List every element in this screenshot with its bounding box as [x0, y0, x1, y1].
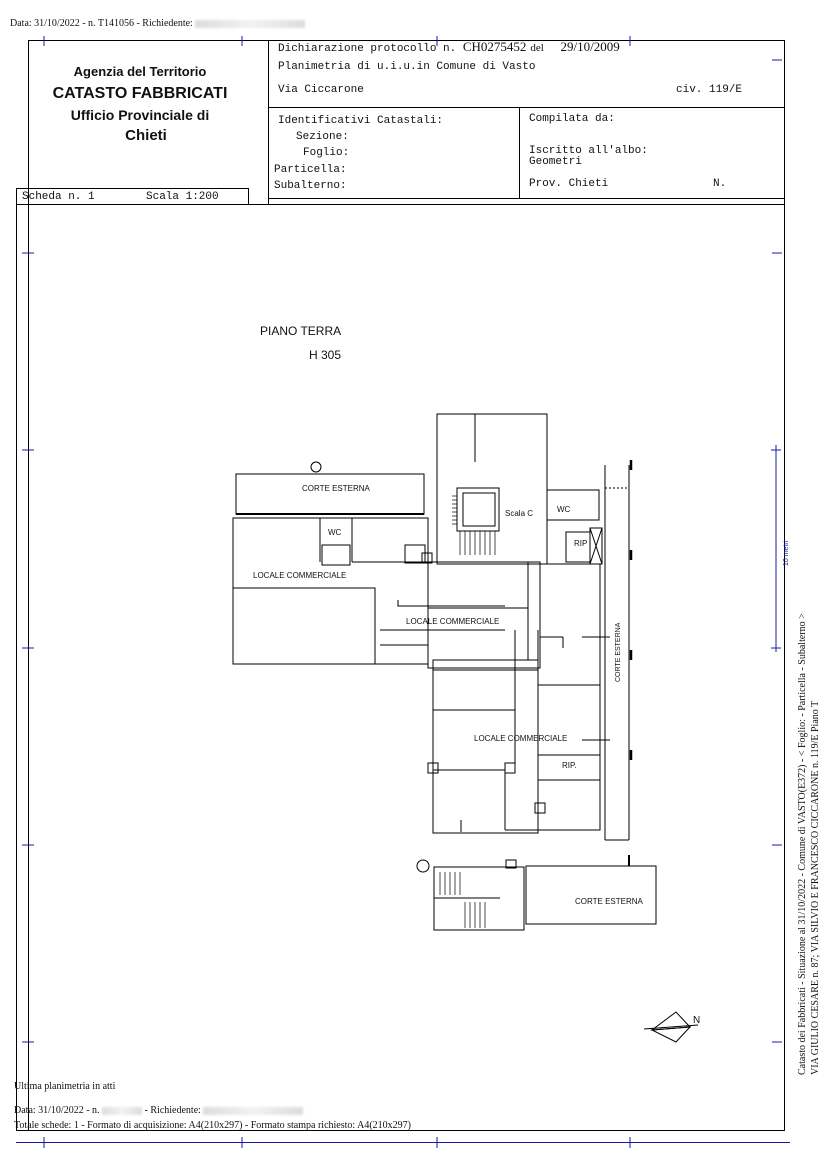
footer-date-line: Data: 31/10/2022 - n. - Richiedente:: [14, 1105, 304, 1116]
civ-line: civ. 119/E: [676, 84, 743, 96]
ufficio-city: Chieti: [125, 127, 167, 144]
scala-c-label: Scala C: [505, 509, 533, 518]
protocol-date: 29/10/2009: [560, 39, 620, 54]
redacted-mark: [102, 1106, 143, 1115]
scale-bar-label: 10 metri: [783, 540, 790, 566]
particella-label: Particella:: [274, 164, 347, 176]
ultima-planimetria: Ultima planimetria in atti: [14, 1081, 116, 1092]
locale-commerciale-lower: LOCALE COMMERCIALE: [474, 734, 567, 743]
n-label: N.: [713, 178, 727, 190]
locale-commerciale-center: LOCALE COMMERCIALE: [406, 617, 499, 626]
wc-left-label: WC: [328, 528, 342, 537]
iscritto-label: Iscritto all'albo:: [529, 145, 648, 157]
compilata-title: Compilata da:: [529, 113, 615, 125]
scheda-number: Scheda n. 1: [22, 191, 95, 203]
catasto-title: CATASTO FABBRICATI: [52, 85, 228, 102]
protocol-number: CH0275452: [462, 39, 527, 54]
floor-title: PIANO TERRA: [260, 324, 342, 338]
ufficio-label: Ufficio Provinciale di: [70, 107, 210, 123]
totale-schede-line: Totale schede: 1 - Formato di acquisizio…: [14, 1120, 411, 1131]
subalterno-label: Subalterno:: [274, 180, 347, 192]
scala-value: Scala 1:200: [146, 191, 219, 203]
side-situazione-text: Catasto dei Fabbricati - Situazione al 3…: [797, 613, 808, 1075]
prov-label: Prov. Chieti: [529, 178, 609, 190]
redacted-mark: [195, 19, 306, 28]
side-address-text: VIA GIULIO CESARE n. 87; VIA SILVIO E FR…: [810, 700, 821, 1075]
corte-esterna-bottom-label: CORTE ESTERNA: [575, 897, 644, 906]
locale-commerciale-left: LOCALE COMMERCIALE: [253, 571, 346, 580]
wc-right-label: WC: [557, 505, 571, 514]
north-arrow-label: N: [693, 1015, 700, 1026]
corte-esterna-side-label: CORTE ESTERNA: [615, 622, 622, 682]
corte-esterna-top-label: CORTE ESTERNA: [302, 484, 371, 493]
top-date-text: Data: 31/10/2022 - n. T141056 - Richiede…: [10, 18, 193, 29]
planimetria-line: Planimetria di u.i.u.in Comune di Vasto: [278, 61, 536, 73]
top-date-line: Data: 31/10/2022 - n. T141056 - Richiede…: [10, 18, 306, 29]
agency-name: Agenzia del Territorio: [73, 64, 207, 79]
identificativi-title: Identificativi Catastali:: [278, 115, 444, 127]
rip-mid-label: RIP.: [562, 761, 577, 770]
albo-value: Geometri: [529, 156, 582, 168]
rip-top-label: RIP: [574, 539, 587, 548]
via-line: Via Ciccarone: [278, 84, 364, 96]
foglio-label: Foglio:: [303, 147, 350, 159]
floor-height: H 305: [309, 348, 342, 362]
sezione-label: Sezione:: [296, 131, 349, 143]
redacted-mark: [203, 1106, 304, 1115]
